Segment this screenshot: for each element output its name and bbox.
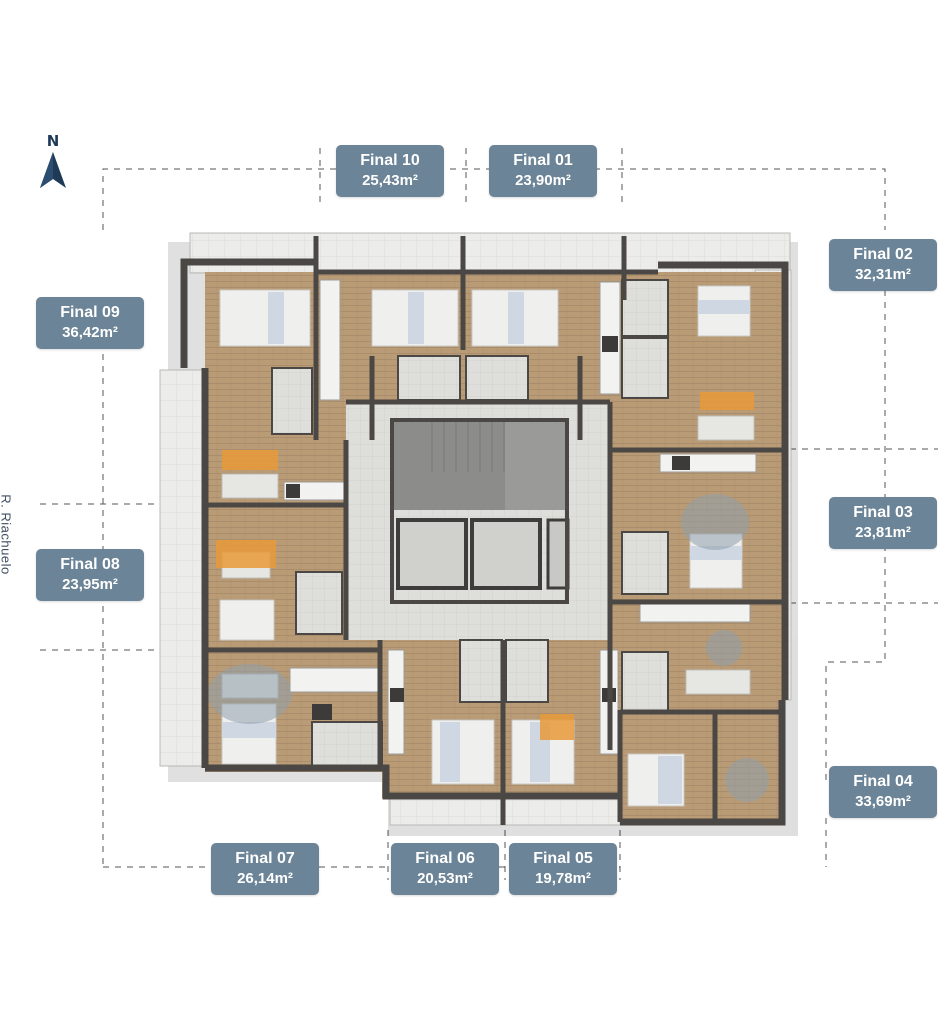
unit-name: Final 05 <box>533 850 593 867</box>
unit-name: Final 06 <box>415 850 475 867</box>
unit-name: Final 07 <box>235 850 295 867</box>
unit-label-final-02[interactable]: Final 02 32,31m² <box>829 239 937 291</box>
unit-area: 33,69m² <box>855 793 911 810</box>
unit-area: 25,43m² <box>362 172 418 189</box>
unit-area: 19,78m² <box>535 870 591 887</box>
unit-area: 32,31m² <box>855 266 911 283</box>
unit-name: Final 08 <box>60 556 120 573</box>
unit-area: 26,14m² <box>237 870 293 887</box>
north-arrow-icon <box>40 152 66 188</box>
unit-name: Final 10 <box>360 152 420 169</box>
street-name: R. Riachuelo <box>0 494 14 575</box>
unit-area: 36,42m² <box>62 324 118 341</box>
unit-label-final-06[interactable]: Final 06 20,53m² <box>391 843 499 895</box>
unit-area: 20,53m² <box>417 870 473 887</box>
unit-label-final-10[interactable]: Final 10 25,43m² <box>336 145 444 197</box>
unit-label-final-08[interactable]: Final 08 23,95m² <box>36 549 144 601</box>
unit-name: Final 09 <box>60 304 120 321</box>
unit-name: Final 02 <box>853 246 913 263</box>
unit-label-final-03[interactable]: Final 03 23,81m² <box>829 497 937 549</box>
unit-label-final-04[interactable]: Final 04 33,69m² <box>829 766 937 818</box>
unit-name: Final 03 <box>853 504 913 521</box>
unit-label-final-09[interactable]: Final 09 36,42m² <box>36 297 144 349</box>
unit-name: Final 04 <box>853 773 913 790</box>
unit-area: 23,90m² <box>515 172 571 189</box>
unit-label-final-07[interactable]: Final 07 26,14m² <box>211 843 319 895</box>
unit-label-final-05[interactable]: Final 05 19,78m² <box>509 843 617 895</box>
unit-name: Final 01 <box>513 152 573 169</box>
north-compass: N <box>36 132 70 192</box>
unit-label-final-01[interactable]: Final 01 23,90m² <box>489 145 597 197</box>
unit-area: 23,81m² <box>855 524 911 541</box>
unit-area: 23,95m² <box>62 576 118 593</box>
north-label: N <box>46 132 60 150</box>
